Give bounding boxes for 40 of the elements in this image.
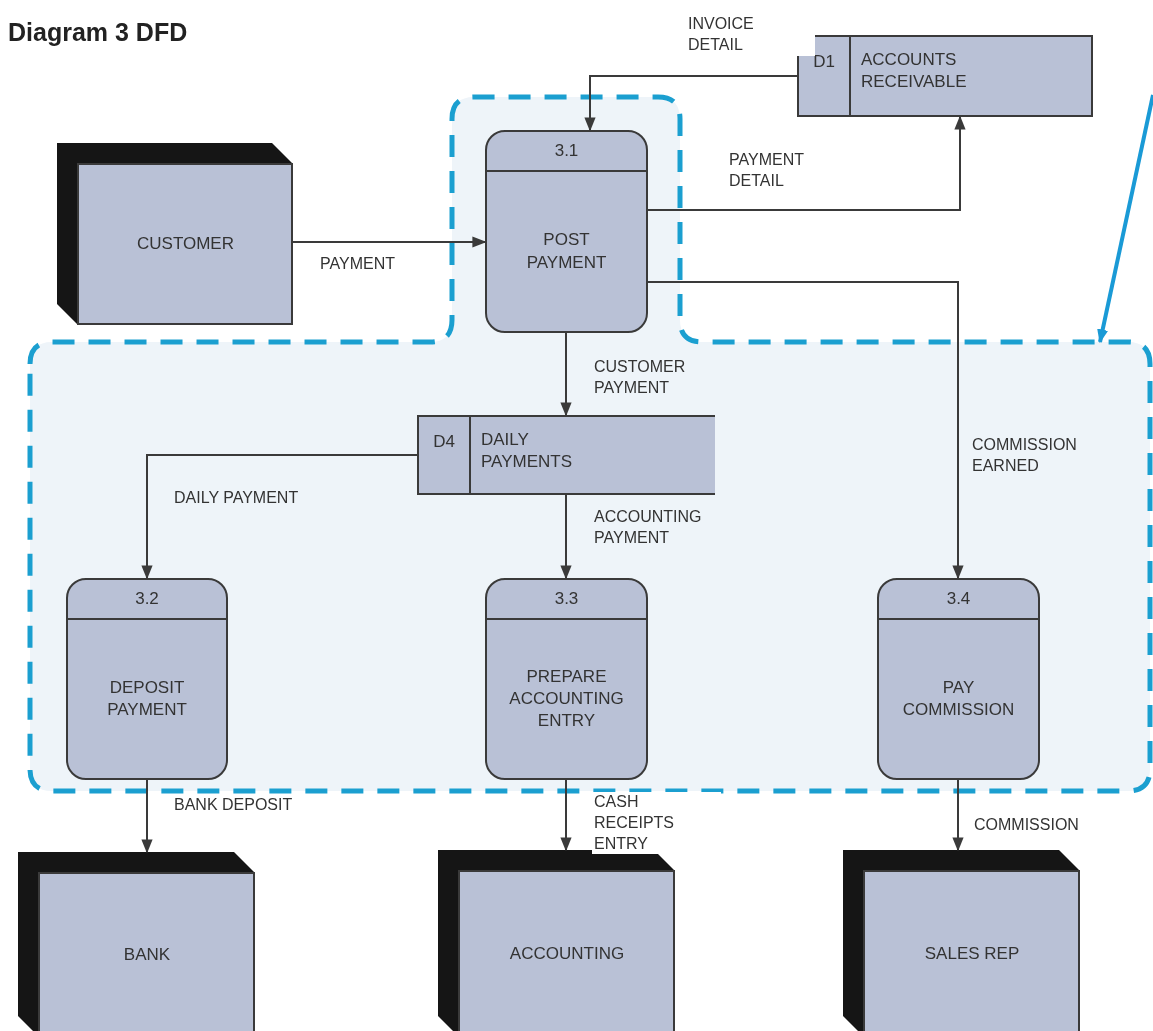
arrow bbox=[647, 115, 966, 211]
arrow bbox=[141, 779, 153, 854]
process-id: 3.1 bbox=[554, 139, 579, 162]
external-entity bbox=[843, 850, 1080, 1031]
store-name: ACCOUNTS RECEIVABLE bbox=[861, 49, 968, 94]
store-name: DAILY PAYMENTS bbox=[481, 429, 573, 474]
external-entity bbox=[438, 850, 675, 1031]
process-name: PREPARE ACCOUNTING ENTRY bbox=[508, 665, 625, 733]
arrow bbox=[560, 332, 572, 417]
external-entity bbox=[18, 852, 255, 1031]
process-id: 3.3 bbox=[554, 587, 579, 610]
entity-name: SALES REP bbox=[924, 942, 1020, 965]
arrow bbox=[1097, 94, 1153, 344]
process-box bbox=[66, 578, 228, 780]
store-id: D4 bbox=[433, 431, 455, 453]
process-box bbox=[485, 130, 648, 333]
process-name: POST PAYMENT bbox=[525, 229, 608, 274]
process-id: 3.4 bbox=[946, 587, 971, 610]
external-entity bbox=[57, 143, 293, 325]
process-box bbox=[877, 578, 1040, 780]
arrow bbox=[560, 779, 572, 852]
arrow bbox=[560, 494, 572, 580]
diagram-title: Diagram 3 DFD bbox=[8, 18, 188, 47]
arrow bbox=[141, 454, 418, 580]
process-name: PAY COMMISSION bbox=[901, 676, 1016, 721]
process-name: DEPOSIT PAYMENT bbox=[106, 676, 188, 721]
arrow bbox=[292, 236, 487, 248]
process-box bbox=[485, 578, 648, 780]
entity-name: BANK bbox=[123, 943, 171, 966]
edge-label: CASH RECEIPTS ENTRY bbox=[592, 792, 721, 855]
data-store bbox=[417, 415, 715, 495]
edge-label: INVOICE DETAIL bbox=[686, 14, 815, 56]
entity-name: ACCOUNTING bbox=[509, 942, 625, 965]
arrow bbox=[584, 75, 798, 132]
store-id: D1 bbox=[813, 51, 835, 73]
entity-name: CUSTOMER bbox=[137, 233, 234, 256]
arrow bbox=[952, 779, 964, 852]
process-id: 3.2 bbox=[135, 587, 159, 610]
data-store bbox=[797, 35, 1093, 117]
arrow bbox=[647, 281, 964, 580]
